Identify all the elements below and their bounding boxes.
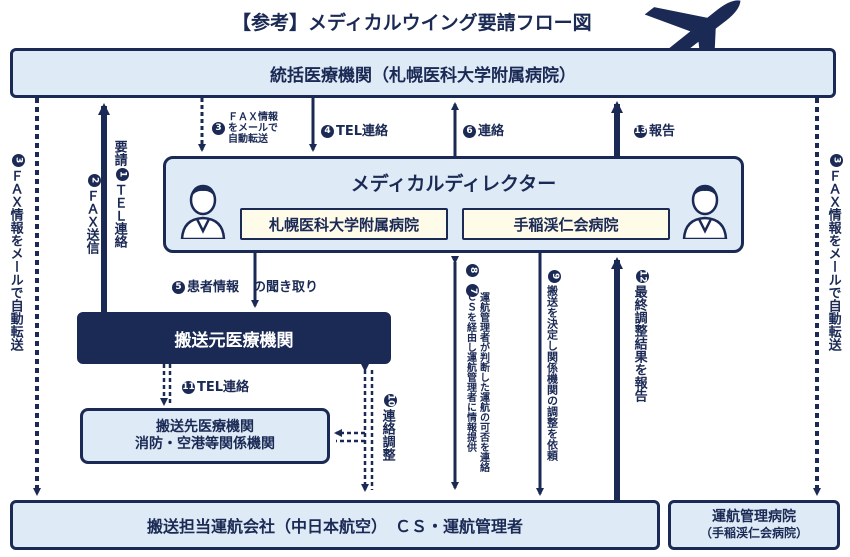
- step-number: 12: [635, 270, 649, 283]
- step-text-2: の聞き取り: [253, 280, 319, 295]
- step-number: 3: [11, 154, 25, 167]
- step-number: 5: [172, 281, 185, 294]
- ops-hospital-label-line2: （手稲渓仁会病院）: [699, 526, 808, 541]
- step-text: ＦＡＸ送信: [83, 189, 99, 254]
- step-text-line3: 自動転送: [228, 134, 268, 145]
- step-number: 10: [383, 394, 397, 407]
- step-text: 搬送を決定し関係機関の調整を依頼: [545, 285, 559, 461]
- central-hospital-box: 統括医療機関（札幌医科大学附属病院）: [10, 48, 836, 98]
- destination-box: 搬送先医療機関 消防・空港等関係機関: [80, 408, 330, 464]
- step-text: TEL連絡: [197, 380, 250, 395]
- carrier-label: 搬送担当運航会社（中日本航空） ＣＳ・運航管理者: [146, 517, 523, 536]
- step-number: 1: [115, 168, 129, 181]
- step-8-7-label: 8 7: [464, 262, 479, 299]
- doctor-icon: [682, 184, 728, 239]
- step-text: 連絡: [478, 124, 505, 139]
- step-text: ＴＥＬ連絡: [111, 183, 127, 248]
- step-12-label: 12 最終調整結果を報告: [632, 268, 649, 402]
- step-7-text: ＣＳを経由し運航管理者に情報提供: [464, 292, 476, 452]
- step-text: TEL連絡: [336, 124, 389, 139]
- step-text: ＦＡＸ情報をメールで自動転送: [825, 169, 841, 351]
- step-8-text: 運航管理者が判断した運航の可否を連絡: [477, 292, 489, 472]
- teine-hospital-label: 手稲渓仁会病院: [513, 215, 619, 234]
- teine-hospital-box: 手稲渓仁会病院: [462, 208, 670, 240]
- step-number: 11: [182, 381, 195, 394]
- step-text-col2: 運航管理者が判断した運航の可否を連絡: [477, 292, 489, 472]
- step-text: 患者情報: [187, 280, 240, 295]
- step-2-label: 2ＦＡＸ送信: [84, 172, 101, 254]
- ops-hospital-label-line1: 運航管理病院: [712, 509, 796, 526]
- medical-director-box: メディカルディレクター 札幌医科大学附属病院 手稲渓仁会病院: [163, 156, 744, 253]
- step-number: 6: [463, 125, 476, 138]
- sapporo-hospital-label: 札幌医科大学附属病院: [268, 215, 419, 234]
- page-title: 【参考】メディカルウイング要請フロー図: [232, 11, 592, 34]
- step-number: 7: [466, 284, 479, 298]
- step-number: 8: [466, 264, 479, 277]
- step-3-right-label: 3ＦＡＸ情報をメールで自動転送: [826, 152, 843, 351]
- step-number: 13: [634, 125, 647, 138]
- destination-label-line2: 消防・空港等関係機関: [135, 436, 275, 452]
- step-3-left-label: 3ＦＡＸ情報をメールで自動転送: [8, 152, 25, 351]
- step-3-mid-label: 3 ＦＡＸ情報 をメールで 自動転送: [210, 112, 278, 145]
- step-text: 連絡調整: [379, 409, 395, 461]
- sapporo-hospital-box: 札幌医科大学附属病院: [240, 208, 448, 240]
- step-text-col1: ＣＳを経由し運航管理者に情報提供: [464, 292, 476, 452]
- step-number: 4: [321, 125, 334, 138]
- step-10-label: 10 連絡調整: [380, 392, 397, 461]
- destination-label-line1: 搬送先医療機関: [156, 418, 254, 435]
- step-pre: 要請: [111, 140, 127, 166]
- ops-hospital-box: 運航管理病院 （手稲渓仁会病院）: [668, 500, 840, 550]
- step-text: 最終調整結果を報告: [631, 285, 647, 402]
- step-number: 3: [829, 154, 843, 167]
- step-text-line1: ＦＡＸ情報: [228, 112, 278, 123]
- central-hospital-label: 統括医療機関（札幌医科大学附属病院）: [270, 65, 576, 86]
- step-number: 3: [212, 122, 225, 135]
- step-1-label: 要請 1ＴＥＬ連絡: [112, 140, 129, 248]
- doctor-icon: [180, 184, 226, 239]
- step-text: 報告: [649, 124, 676, 139]
- carrier-box: 搬送担当運航会社（中日本航空） ＣＳ・運航管理者: [10, 500, 660, 550]
- step-number: 9: [548, 270, 562, 283]
- step-text: ＦＡＸ情報をメールで自動転送: [7, 169, 23, 351]
- origin-hospital-box: 搬送元医療機関: [77, 312, 391, 364]
- step-text-line2: をメールで: [228, 123, 278, 134]
- medical-director-label: メディカルディレクター: [350, 173, 557, 195]
- step-9-label: 9 搬送を決定し関係機関の調整を依頼: [545, 268, 562, 461]
- origin-hospital-label: 搬送元医療機関: [174, 330, 294, 351]
- step-number: 2: [87, 174, 101, 187]
